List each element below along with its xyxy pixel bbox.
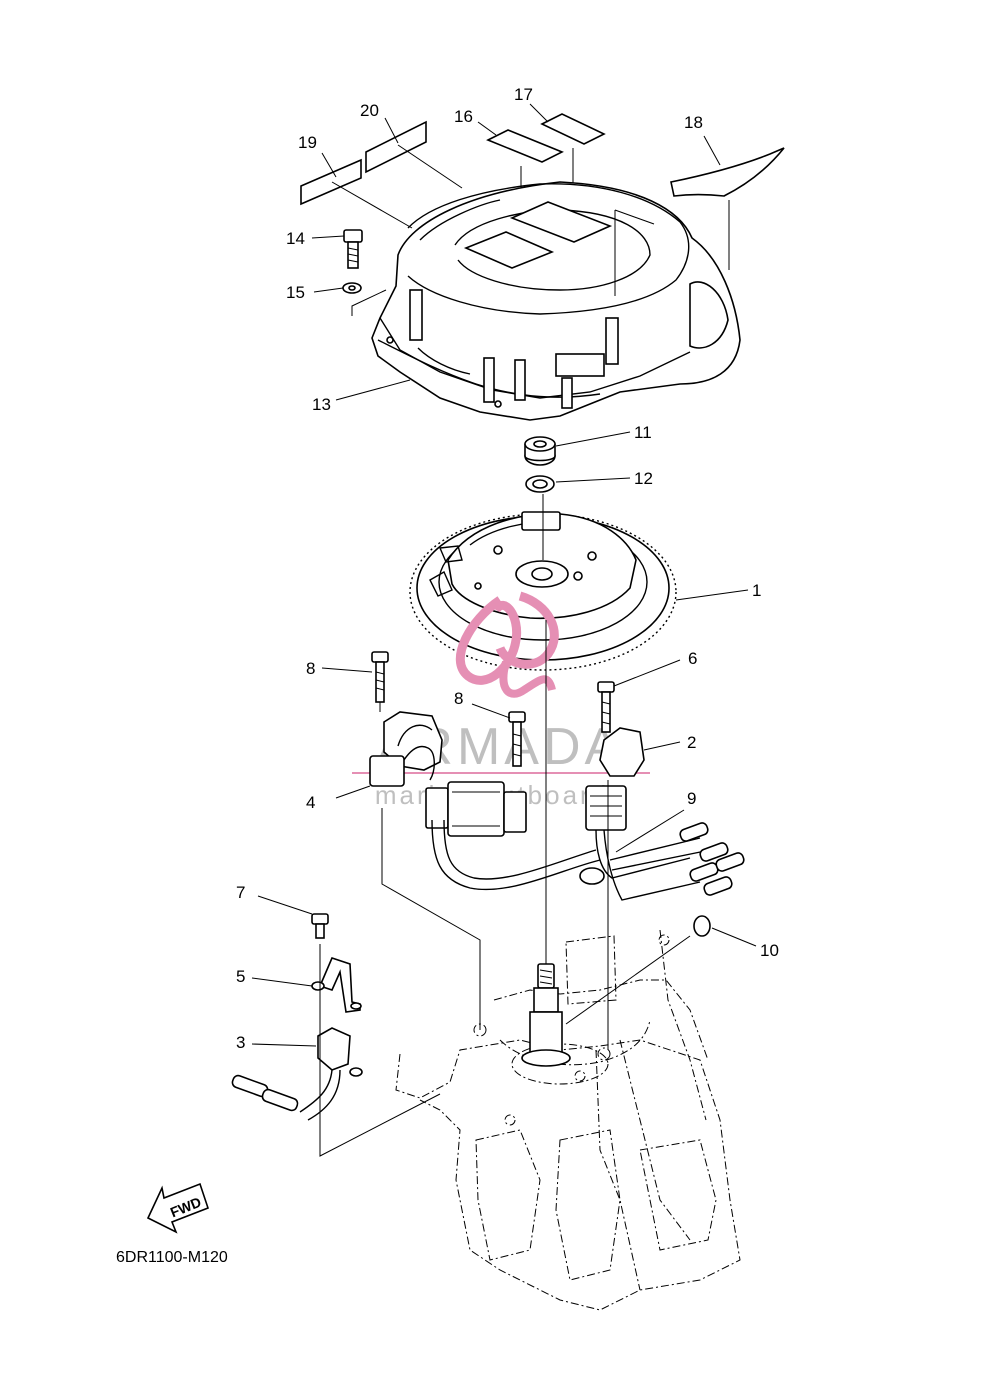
callout-18: 18 [684, 113, 703, 132]
bolt-8-left [321, 651, 389, 712]
powerhead-block [395, 929, 741, 1311]
callout-13: 13 [312, 395, 331, 414]
callout-7: 7 [236, 883, 245, 902]
callout-3: 3 [236, 1033, 245, 1052]
callout-8-left: 8 [306, 659, 315, 678]
callout-12: 12 [634, 469, 653, 488]
callout-5: 5 [236, 967, 245, 986]
stator-assembly [335, 711, 527, 837]
callout-15: 15 [286, 283, 305, 302]
label-decal-20 [365, 117, 463, 189]
callout-6: 6 [688, 649, 697, 668]
bolt-8-center [471, 703, 526, 767]
callout-16: 16 [454, 107, 473, 126]
bolt-6 [597, 659, 681, 733]
cover-bolt-14 [311, 229, 363, 269]
callout-14: 14 [286, 229, 305, 248]
reference-lines [319, 620, 691, 1157]
callout-20: 20 [360, 101, 379, 120]
callout-numbers: 1 2 3 4 5 6 7 8 8 9 10 11 12 13 14 15 16… [236, 85, 779, 1052]
label-decal-18 [670, 135, 785, 270]
label-decal-19 [300, 152, 413, 229]
callout-10: 10 [760, 941, 779, 960]
charge-coil-2 [585, 727, 681, 831]
washer-12 [525, 475, 631, 493]
forward-arrow-icon: FWD [146, 1182, 209, 1234]
callout-8-center: 8 [454, 689, 463, 708]
bolt-7 [257, 895, 329, 939]
flywheel-nut-11 [524, 431, 631, 466]
part-code: 6DR1100-M120 [116, 1249, 228, 1266]
callout-17: 17 [514, 85, 533, 104]
flywheel-cover [335, 181, 741, 421]
callout-19: 19 [298, 133, 317, 152]
pulser-coil-3 [231, 1027, 363, 1121]
callout-4: 4 [306, 793, 315, 812]
callout-9: 9 [687, 789, 696, 808]
callout-11: 11 [634, 423, 652, 442]
grommet-10 [693, 915, 757, 947]
washer-15 [313, 282, 387, 316]
bracket-5 [251, 957, 362, 1013]
crankshaft [521, 963, 571, 1067]
stator-wire-harness [431, 809, 745, 901]
callout-2: 2 [687, 733, 696, 752]
callout-1: 1 [752, 581, 761, 600]
